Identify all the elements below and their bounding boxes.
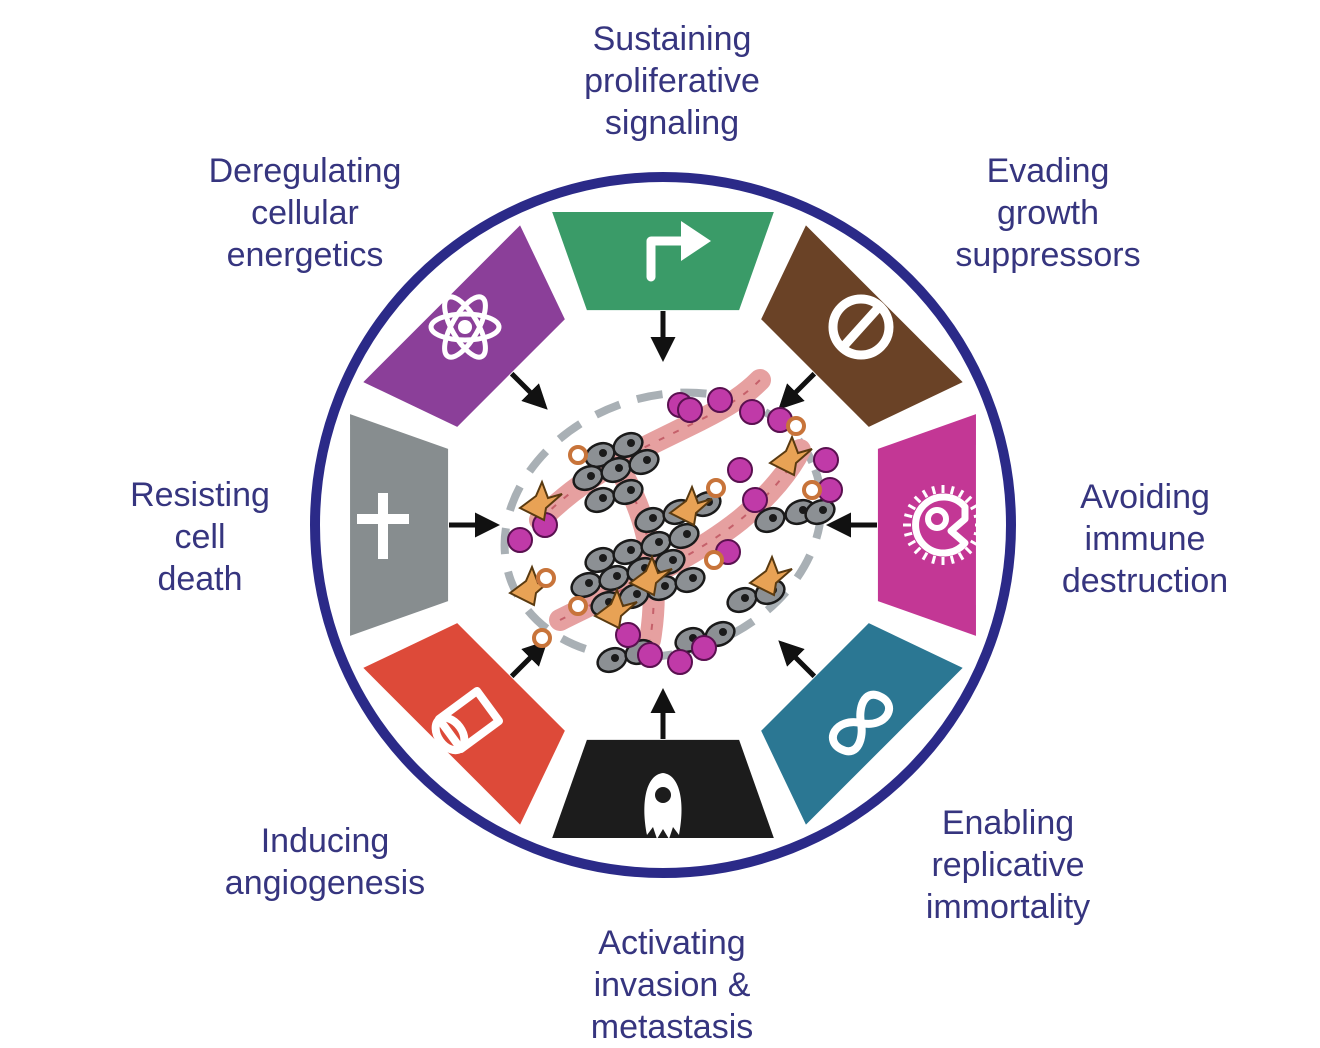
segment-sustaining (552, 212, 774, 311)
label-line: growth (996, 194, 1100, 232)
label-line: Deregulating (208, 152, 402, 190)
immune-cell (637, 642, 663, 668)
immune-cell (615, 622, 641, 648)
segment-icons (357, 221, 983, 839)
infinity-icon (828, 690, 894, 756)
immune-cell (677, 397, 703, 423)
label-line: Sustaining (592, 20, 752, 58)
immune-cell (667, 649, 693, 675)
small-cell (532, 628, 552, 648)
label-line: suppressors (955, 236, 1141, 274)
arrow-evading (778, 371, 817, 410)
segment-angiogenesis (363, 623, 565, 825)
segment-celldeath (350, 414, 449, 636)
immune-cell (507, 527, 533, 553)
bent-arrow-icon (646, 221, 711, 282)
label-line: signaling (604, 104, 740, 142)
small-cell (568, 596, 588, 616)
small-cell (706, 478, 726, 498)
label-line: death (157, 560, 243, 598)
label-line: immune (1084, 520, 1206, 558)
atom-icon (428, 294, 502, 360)
arrow-energetics (509, 371, 548, 410)
immune-cell (813, 447, 839, 473)
small-cell (786, 416, 806, 436)
label-sustaining: Sustaining proliferative signaling (522, 18, 822, 144)
label-line: Avoiding (1080, 478, 1210, 516)
small-cell (536, 568, 556, 588)
label-line: immortality (925, 888, 1091, 926)
fibroblast (593, 587, 638, 630)
immune-cell (742, 487, 768, 513)
label-line: metastasis (590, 1008, 754, 1046)
label-line: cell (174, 518, 226, 556)
fibroblast (748, 554, 793, 597)
label-line: replicative (931, 846, 1085, 884)
label-line: angiogenesis (224, 864, 426, 902)
arrow-angiogenesis (509, 640, 548, 679)
label-celldeath: Resisting cell death (50, 474, 350, 600)
label-line: Enabling (941, 804, 1075, 842)
label-line: invasion & (593, 966, 751, 1004)
label-line: Evading (986, 152, 1110, 190)
fibroblast (668, 484, 713, 527)
prohibition-icon (828, 294, 894, 360)
fibroblast (768, 434, 813, 477)
immune-cell (707, 387, 733, 413)
arrow-immortality (778, 640, 817, 679)
blood-vessel-icon (431, 686, 504, 755)
tumor-microenvironment (500, 369, 843, 675)
label-line: destruction (1061, 562, 1229, 600)
immune-cell (691, 635, 717, 661)
label-line: energetics (226, 236, 384, 274)
immune-cell-icon (903, 485, 983, 565)
cross-icon (357, 493, 409, 559)
label-line: Inducing (260, 822, 390, 860)
label-line: proliferative (584, 62, 760, 100)
inward-arrows (449, 311, 877, 739)
label-immune: Avoiding immune destruction (995, 476, 1295, 602)
immune-cell (727, 457, 753, 483)
label-angiogenesis: Inducing angiogenesis (175, 820, 475, 904)
outer-ring (310, 172, 1016, 878)
label-invasion: Activating invasion & metastasis (522, 922, 822, 1048)
label-energetics: Deregulating cellular energetics (155, 150, 455, 276)
fibroblast (628, 554, 673, 597)
label-line: Resisting (130, 476, 270, 514)
invading-cell-icon (644, 773, 682, 839)
small-cell (802, 480, 822, 500)
tumor-boundary (500, 388, 826, 662)
label-evading: Evading growth suppressors (898, 150, 1198, 276)
label-immortality: Enabling replicative immortality (858, 802, 1158, 928)
small-cell (568, 445, 588, 465)
label-line: cellular (251, 194, 359, 232)
immune-cell (739, 399, 765, 425)
small-cell (704, 550, 724, 570)
label-line: Activating (598, 924, 746, 962)
fibroblast (518, 479, 563, 522)
